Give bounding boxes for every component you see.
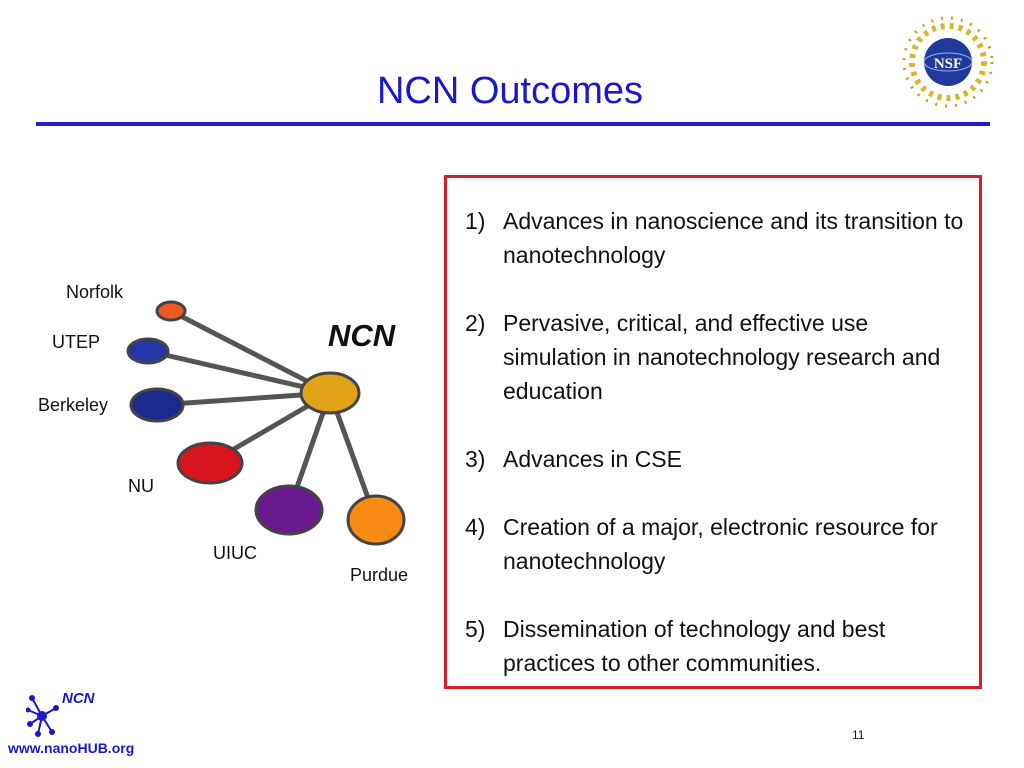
outcome-item-1: 1) Advances in nanoscience and its trans… [465,204,975,272]
node-label-purdue: Purdue [350,565,409,585]
outcomes-list: 1) Advances in nanoscience and its trans… [465,204,975,714]
footer-url-link[interactable]: www.nanoHUB.org [8,740,135,756]
ncn-hub-label: NCN [328,318,396,353]
nsf-seal-rays [902,16,994,108]
title-divider [36,122,990,126]
slide-title: NCN Outcomes [376,70,644,112]
node-utep [126,337,170,365]
node-berkeley [129,387,185,423]
node-purdue [346,494,406,546]
footer-brand: NCN [62,690,95,707]
outcome-text: Advances in CSE [503,446,682,472]
nsf-logo: NSF [902,16,994,108]
outcomes-box: 1) Advances in nanoscience and its trans… [444,175,982,689]
node-norfolk [155,300,187,322]
outcome-text: Creation of a major, electronic resource… [503,514,938,574]
spoke-norfolk [168,308,333,396]
spoke-utep [145,348,333,396]
ncn-hub-node [299,371,361,415]
outcome-text: Dissemination of technology and best pra… [503,616,886,676]
ncn-network-diagram [126,300,406,546]
node-label-norfolk: Norfolk [66,282,124,302]
outcome-number: 4) [465,514,486,540]
ncn-footer-logo-icon [26,695,59,737]
nsf-globe [924,38,972,86]
node-label-nu: NU [128,476,154,496]
outcome-number: 1) [465,208,486,234]
outcome-item-5: 5) Dissemination of technology and best … [465,612,975,680]
outcome-item-2: 2) Pervasive, critical, and effective us… [465,306,975,408]
outcome-number: 3) [465,446,486,472]
outcome-item-3: 3) Advances in CSE [465,442,975,476]
nsf-logo-text: NSF [934,56,962,72]
outcome-number: 2) [465,310,486,336]
outcome-text: Pervasive, critical, and effective use s… [503,310,941,404]
outcome-item-4: 4) Creation of a major, electronic resou… [465,510,975,578]
node-label-berkeley: Berkeley [38,395,109,415]
page-number: 11 [852,728,865,742]
outcome-number: 5) [465,616,486,642]
diagram-nodes [126,300,406,546]
node-label-utep: UTEP [52,332,101,352]
node-nu [176,441,244,485]
node-label-uiuc: UIUC [213,543,257,563]
node-uiuc [254,484,324,536]
outcome-text: Advances in nanoscience and its transiti… [503,208,964,268]
